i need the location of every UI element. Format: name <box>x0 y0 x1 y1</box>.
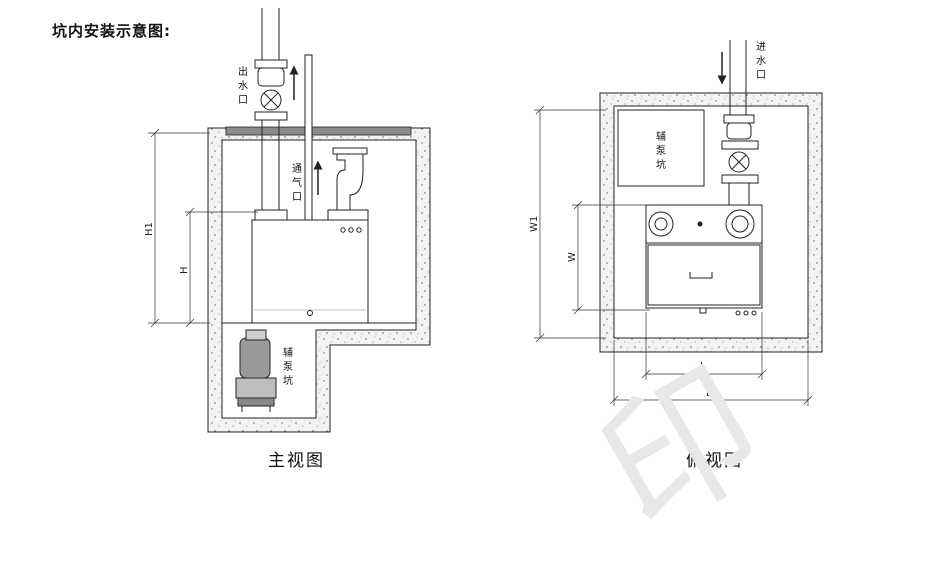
top-aux-pit <box>617 109 705 187</box>
page-title: 坑内安装示意图: <box>52 22 171 40</box>
front-dimension-lines <box>148 128 258 328</box>
outlet-label-3: 口 <box>238 95 248 106</box>
dim-h-label: H <box>179 266 190 274</box>
inlet-label-3: 口 <box>756 70 766 81</box>
vent-label-1: 通 <box>292 163 302 175</box>
inlet-label-2: 水 <box>756 55 766 67</box>
front-pit-label-1: 辅 <box>283 346 293 359</box>
outlet-pipe <box>254 8 288 221</box>
dim-h1-label: H1 <box>144 222 155 236</box>
top-tank <box>645 204 763 316</box>
dim-w-label: W <box>567 252 578 262</box>
top-pit-wall <box>599 92 823 353</box>
top-view: 进 水 口 辅 泵 坑 W1 W L L1 <box>529 40 823 406</box>
front-pit-wall <box>207 127 431 433</box>
outlet-label-2: 水 <box>238 80 248 92</box>
dim-l1-label: L1 <box>706 388 718 399</box>
dim-w1-label: W1 <box>529 216 540 232</box>
inlet-label-1: 进 <box>756 41 766 53</box>
submersible-pump <box>235 329 277 412</box>
front-view: 出 水 口 通 气 口 辅 泵 坑 H1 H <box>144 8 431 433</box>
inlet-pipe <box>721 40 759 206</box>
top-pit-label-2: 泵 <box>656 145 666 157</box>
lifting-tank <box>251 219 369 324</box>
front-pit-label-2: 泵 <box>283 361 293 373</box>
outlet-label-1: 出 <box>238 65 248 78</box>
front-view-caption: 主视图 <box>268 451 325 471</box>
pit-cover-plate <box>225 126 412 136</box>
front-pit-label-3: 坑 <box>283 374 293 387</box>
top-pit-label-3: 坑 <box>656 158 666 171</box>
installation-diagram: 出 水 口 通 气 口 辅 泵 坑 H1 H <box>144 8 823 433</box>
vent-label-3: 口 <box>292 192 302 203</box>
vent-label-2: 气 <box>292 176 302 189</box>
dim-l-label: L <box>700 361 706 372</box>
top-dimension-lines <box>534 105 813 406</box>
top-pit-label-1: 辅 <box>656 130 666 143</box>
vent-pipe <box>304 54 313 221</box>
elbow-pipe <box>327 147 369 221</box>
top-view-caption: 俯视图 <box>686 451 743 471</box>
